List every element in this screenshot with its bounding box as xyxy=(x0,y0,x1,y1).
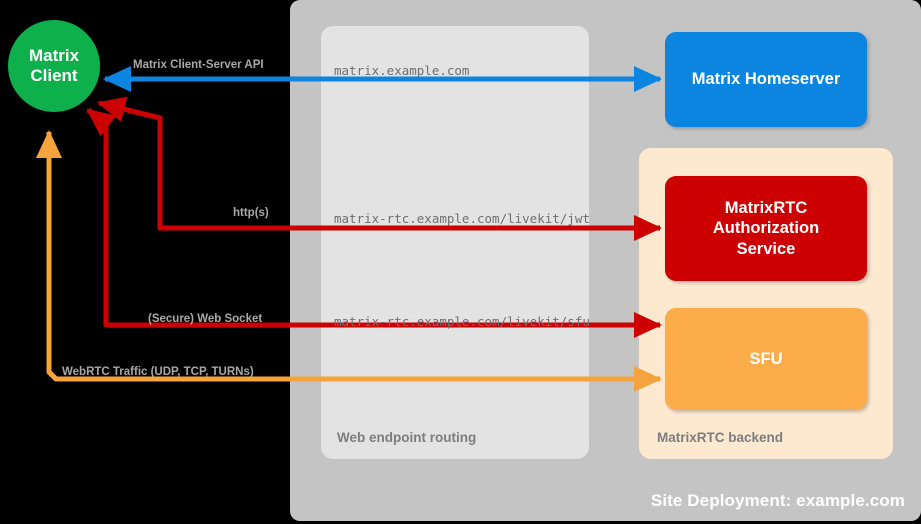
sfu-label: SFU xyxy=(749,349,783,368)
matrix-client-label-line2: Client xyxy=(30,66,78,85)
auth-service-label-line2: Authorization xyxy=(712,219,820,238)
endpoint-livekit-jwt: matrix-rtc.example.com/livekit/jwt xyxy=(334,211,590,226)
matrix-client-label-line1: Matrix xyxy=(28,45,80,65)
matrix-homeserver-label: Matrix Homeserver xyxy=(691,70,841,89)
node-matrixrtc-authorization-service[interactable]: MatrixRTC Authorization Service xyxy=(665,176,867,281)
endpoint-matrix-example-com: matrix.example.com xyxy=(334,63,470,78)
web-endpoint-routing-label: Web endpoint routing xyxy=(337,430,477,445)
edge-label-websocket: (Secure) Web Socket xyxy=(148,313,263,325)
site-deployment-label: Site Deployment: example.com xyxy=(650,491,905,510)
web-endpoint-routing-zone: Web endpoint routing xyxy=(321,26,589,459)
matrixrtc-backend-label: MatrixRTC backend xyxy=(657,430,784,445)
auth-service-label-line1: MatrixRTC xyxy=(724,199,808,218)
node-matrix-homeserver[interactable]: Matrix Homeserver xyxy=(665,32,867,127)
edge-label-webrtc: WebRTC Traffic (UDP, TCP, TURNs) xyxy=(62,366,254,378)
auth-service-label-line3: Service xyxy=(736,239,796,258)
edge-label-client-server-api: Matrix Client-Server API xyxy=(133,59,264,71)
edge-label-http: http(s) xyxy=(233,207,269,219)
endpoint-livekit-sfu: matrix-rtc.example.com/livekit/sfu xyxy=(334,314,590,329)
node-sfu[interactable]: SFU xyxy=(665,308,867,410)
node-matrix-client[interactable]: Matrix Client xyxy=(8,20,100,112)
